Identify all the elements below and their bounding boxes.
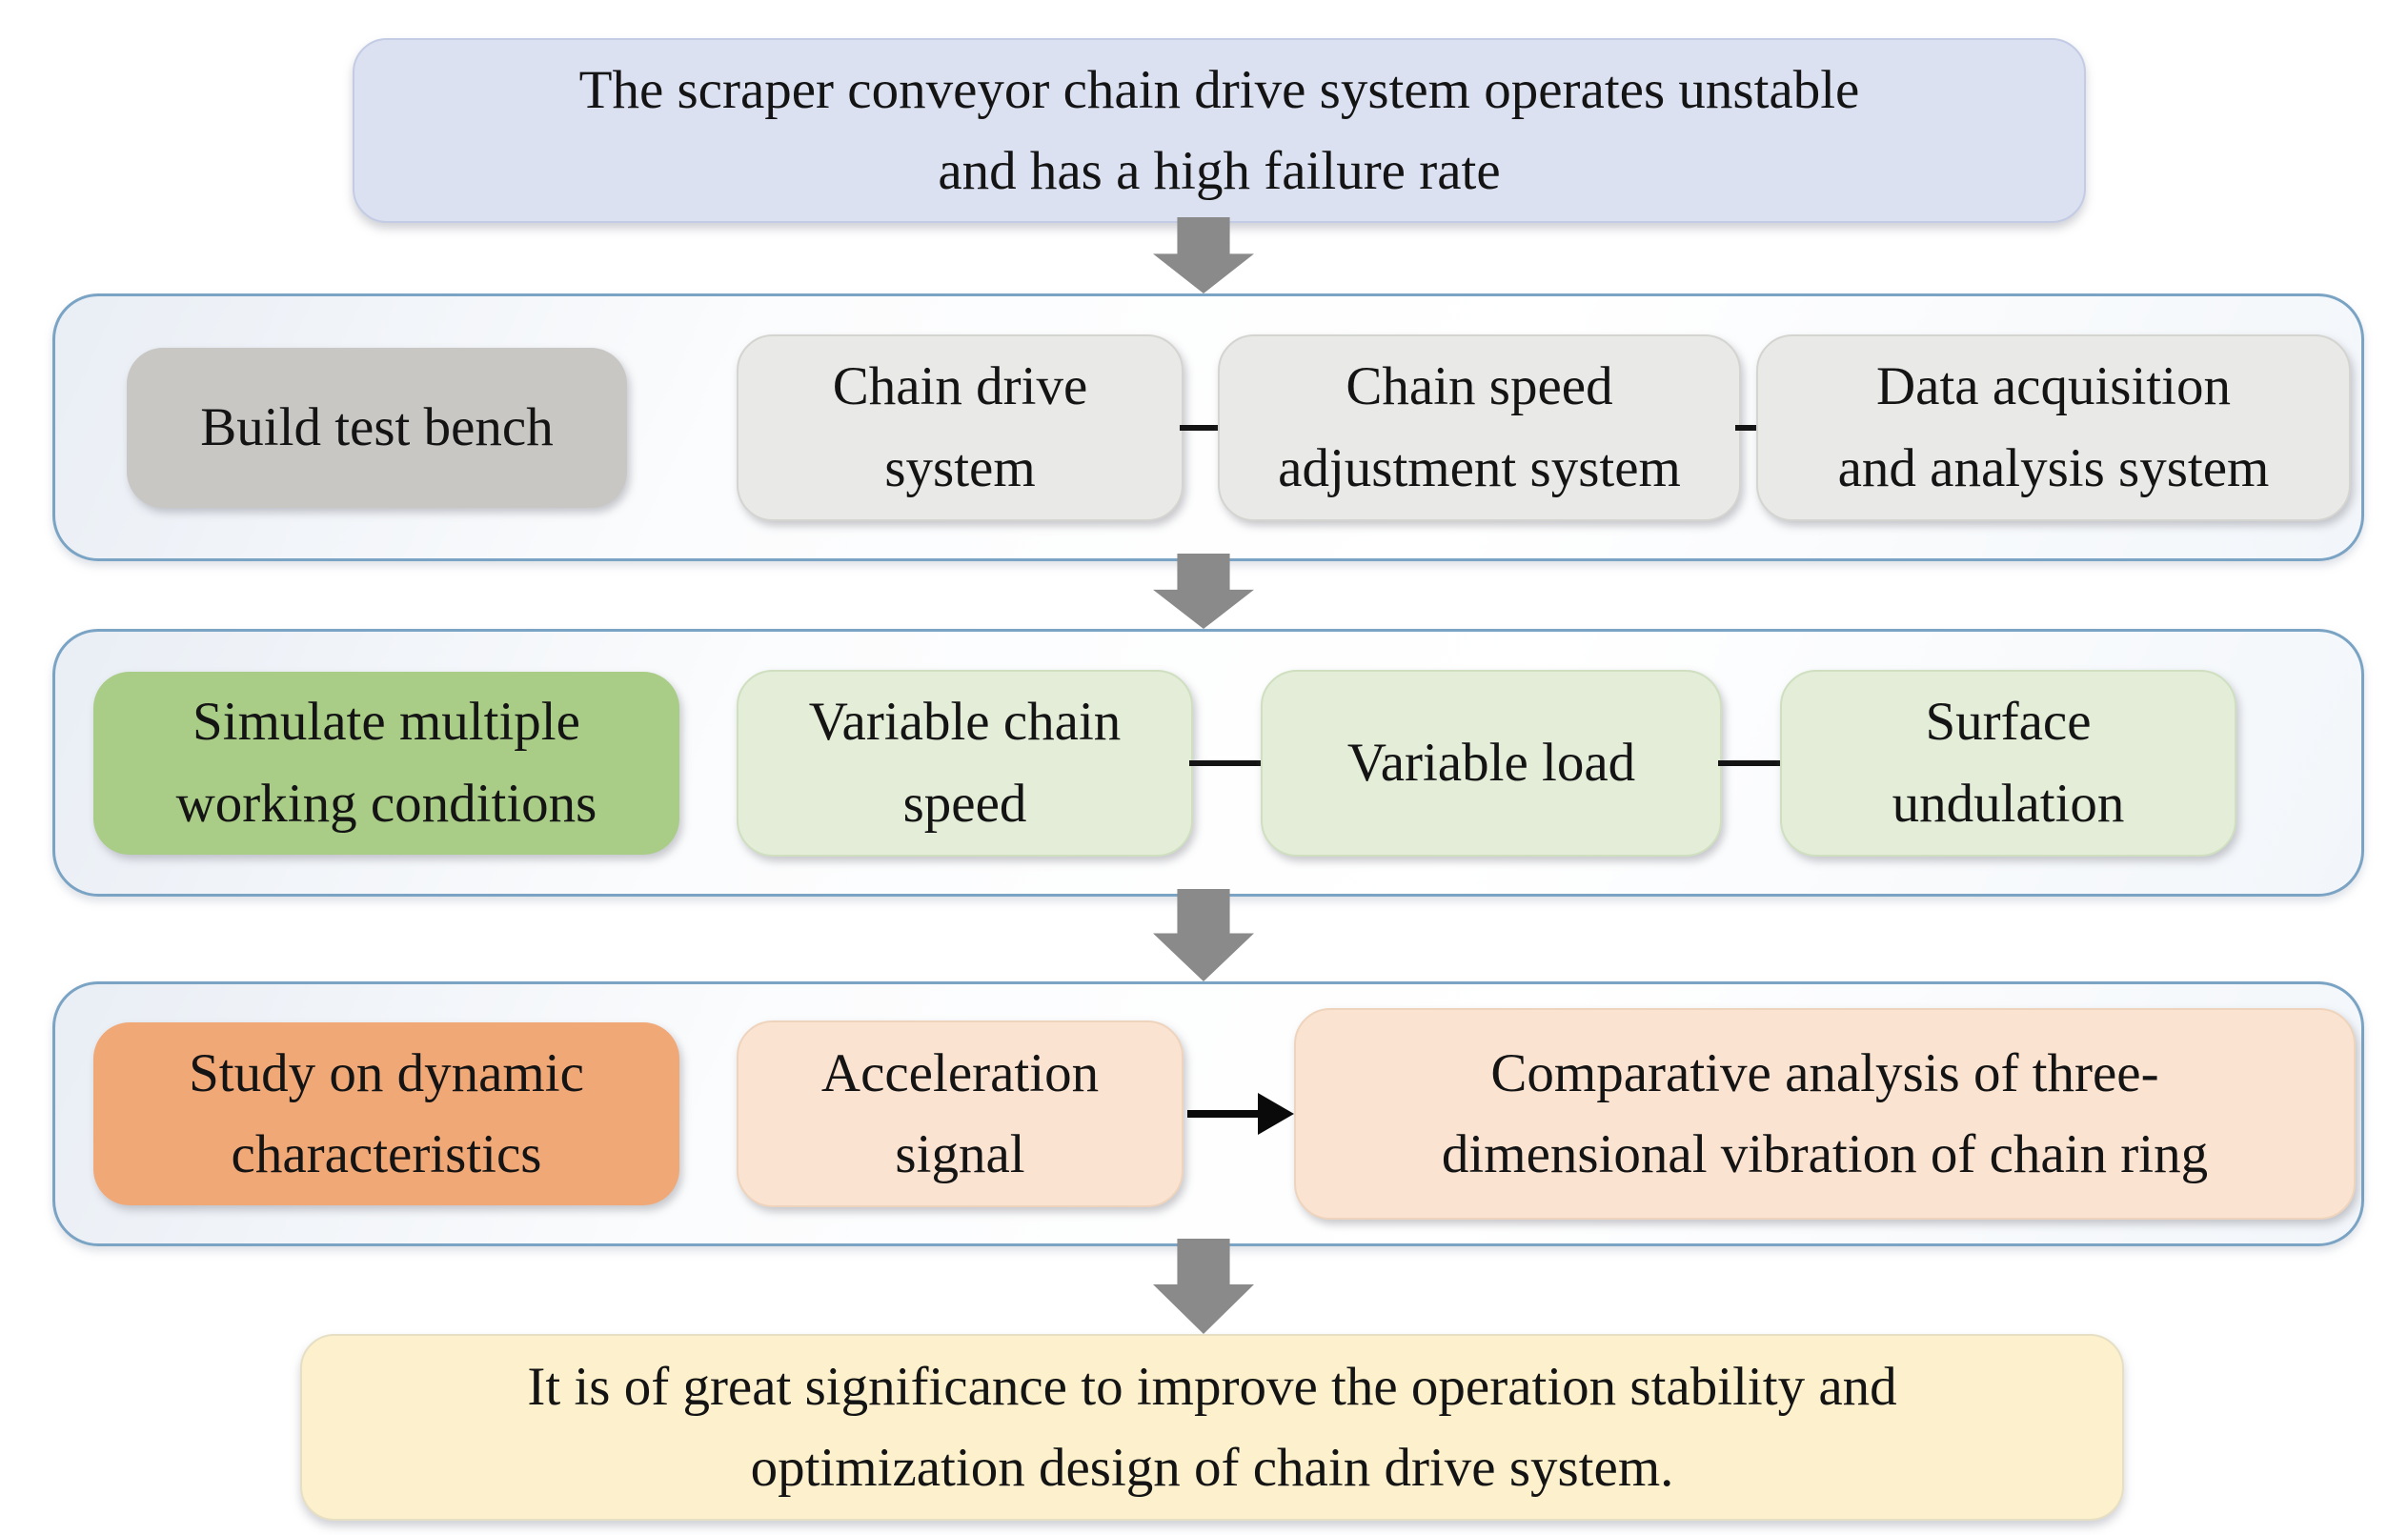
simulate-conditions-box: Simulate multiple working conditions: [93, 671, 679, 855]
data-acquisition-label: Data acquisition and analysis system: [1837, 356, 2270, 498]
simulate-conditions-label: Simulate multiple working conditions: [175, 692, 597, 834]
connector-line: [1718, 759, 1780, 766]
variable-load-box: Variable load: [1261, 669, 1722, 857]
section-dynamic-study: Study on dynamic characteristics Acceler…: [52, 981, 2364, 1246]
connector-line: [1180, 424, 1218, 431]
surface-undulation-label: Surface undulation: [1892, 692, 2125, 834]
variable-chain-speed-box: Variable chain speed: [737, 669, 1193, 857]
acceleration-signal-box: Acceleration signal: [737, 1020, 1184, 1207]
conclusion-box: It is of great significance to improve t…: [300, 1334, 2124, 1521]
comparative-analysis-box: Comparative analysis of three- dimension…: [1294, 1008, 2356, 1220]
section-simulate-conditions: Simulate multiple working conditions Var…: [52, 629, 2364, 897]
conclusion-label: It is of great significance to improve t…: [527, 1356, 1897, 1499]
variable-chain-speed-label: Variable chain speed: [808, 692, 1122, 834]
problem-statement-box: The scraper conveyor chain drive system …: [353, 38, 2086, 223]
acceleration-signal-label: Acceleration signal: [820, 1042, 1100, 1185]
build-test-bench-box: Build test bench: [127, 347, 627, 508]
down-arrow-icon: [1153, 554, 1254, 629]
chain-speed-adjustment-label: Chain speed adjustment system: [1278, 356, 1681, 498]
problem-statement-label: The scraper conveyor chain drive system …: [578, 59, 1860, 202]
down-arrow-icon: [1153, 217, 1254, 293]
surface-undulation-box: Surface undulation: [1780, 669, 2236, 857]
connector-line: [1735, 424, 1771, 431]
data-acquisition-box: Data acquisition and analysis system: [1756, 333, 2351, 521]
down-arrow-icon: [1153, 889, 1254, 981]
dynamic-study-box: Study on dynamic characteristics: [93, 1022, 679, 1205]
down-arrow-icon: [1153, 1239, 1254, 1334]
section-build-test-bench: Build test bench Chain drive system Chai…: [52, 293, 2364, 561]
connector-line: [1189, 759, 1261, 766]
variable-load-label: Variable load: [1346, 732, 1636, 793]
chain-drive-system-box: Chain drive system: [737, 333, 1184, 521]
chain-drive-system-label: Chain drive system: [832, 356, 1088, 498]
chain-speed-adjustment-box: Chain speed adjustment system: [1218, 333, 1741, 521]
dynamic-study-label: Study on dynamic characteristics: [189, 1042, 584, 1185]
right-arrow-icon: [1187, 1093, 1294, 1135]
comparative-analysis-label: Comparative analysis of three- dimension…: [1441, 1042, 2209, 1185]
build-test-bench-label: Build test bench: [200, 396, 554, 457]
